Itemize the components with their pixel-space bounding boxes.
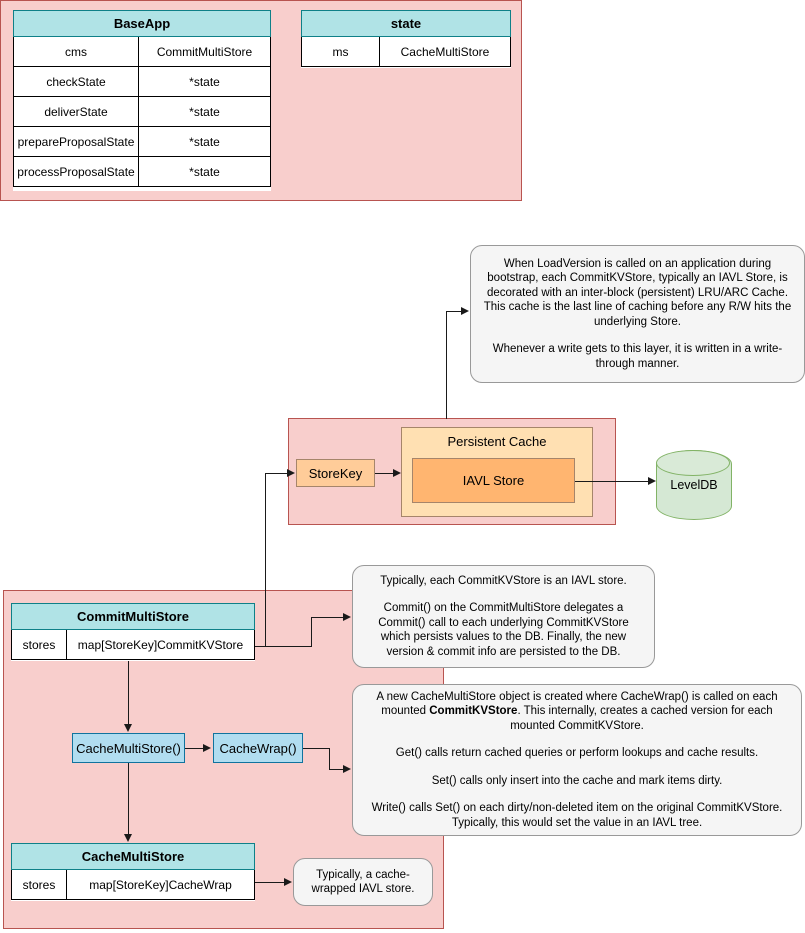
note-paragraph: Get() calls return cached queries or per…: [395, 747, 759, 760]
connector-stores-to-commit-note-vertical: [311, 617, 312, 647]
cachewrap-note: A new CacheMultiStore object is created …: [352, 684, 802, 836]
note-text-bold: CommitKVStore: [429, 705, 518, 718]
connector-iavl-to-leveldb: [575, 481, 649, 482]
table-row: prepareProposalState *state: [13, 127, 271, 157]
note-paragraph: When LoadVersion is called on an applica…: [483, 257, 792, 328]
connector-cachewrap-to-note: [329, 769, 344, 770]
connector-cache-to-note-horizontal: [446, 311, 462, 312]
state-table-title: state: [301, 10, 511, 37]
arrowhead-to-cachewrap-small-note: [284, 877, 292, 886]
note-text-c: . This internally, creates a cached vers…: [510, 705, 773, 732]
connector-cachewrap-right: [303, 748, 330, 749]
connector-cachecall-to-cachewrap: [185, 748, 204, 749]
arrowhead-to-cache-multistore-call: [123, 724, 132, 732]
leveldb-label: LevelDB: [670, 478, 718, 492]
connector-cachestores-to-small-note: [255, 882, 285, 883]
table-row: deliverState *state: [13, 97, 271, 127]
cell-type: *state: [189, 74, 220, 89]
cell-field: stores: [12, 870, 67, 899]
connector-stores-to-storekey: [265, 473, 288, 474]
leveldb-cylinder: LevelDB: [656, 450, 732, 520]
cylinder-top: [656, 450, 730, 476]
state-table: state ms CacheMultiStore: [301, 10, 511, 68]
note-paragraph: Commit() on the CommitMultiStore delegat…: [378, 602, 629, 658]
connector-cache-to-note-vertical: [446, 311, 447, 419]
arrowhead-to-commit-note: [343, 612, 351, 621]
load-version-note: When LoadVersion is called on an applica…: [470, 245, 805, 383]
table-row: checkState *state: [13, 67, 271, 97]
cache-wrap-call-box: CacheWrap(): [213, 733, 303, 763]
cell-type: *state: [189, 164, 220, 179]
commit-multistore-table: CommitMultiStore stores map[StoreKey]Com…: [11, 603, 255, 661]
cell-field: stores: [12, 630, 67, 659]
cell-type: CacheMultiStore: [400, 44, 490, 59]
connector-stores-right: [255, 646, 312, 647]
arrowhead-to-cachewrap-note: [343, 764, 351, 773]
connector-stores-to-commit-note-horizontal: [311, 617, 344, 618]
cell-type: *state: [189, 134, 220, 149]
cachewrap-small-note: Typically, a cache-wrapped IAVL store.: [293, 858, 433, 906]
cell-type: *state: [189, 104, 220, 119]
iavl-store-box: IAVL Store: [412, 458, 575, 503]
table-row: ms CacheMultiStore: [301, 37, 511, 67]
connector-cachecall-to-table: [128, 763, 129, 835]
table-row: stores map[StoreKey]CacheWrap: [11, 870, 255, 900]
cache-multistore-title: CacheMultiStore: [11, 843, 255, 870]
connector-cachewrap-down: [329, 748, 330, 769]
cell-type: map[StoreKey]CommitKVStore: [77, 637, 244, 652]
arrowhead-to-storekey: [287, 468, 295, 477]
cell-field: deliverState: [14, 97, 139, 126]
table-row: processProposalState *state: [13, 157, 271, 187]
note-text-a: A new CacheMultiStore object is created …: [376, 690, 778, 718]
note-paragraph-mixed: A new CacheMultiStore object is created …: [363, 690, 791, 734]
cell-field: prepareProposalState: [14, 127, 139, 156]
commit-note: Typically, each CommitKVStore is an IAVL…: [352, 565, 655, 668]
baseapp-table: BaseApp cms CommitMultiStore checkState …: [13, 10, 271, 191]
cell-type: map[StoreKey]CacheWrap: [89, 877, 232, 892]
arrowhead-to-leveldb: [648, 476, 656, 485]
cell-type: CommitMultiStore: [156, 44, 253, 59]
note-paragraph: Whenever a write gets to this layer, it …: [492, 343, 783, 370]
persistent-cache-title: Persistent Cache: [447, 434, 547, 449]
commit-multistore-title: CommitMultiStore: [11, 603, 255, 630]
table-row: cms CommitMultiStore: [13, 37, 271, 67]
cell-field: processProposalState: [14, 157, 139, 186]
baseapp-table-title: BaseApp: [13, 10, 271, 37]
connector-commit-to-cachecall: [128, 661, 129, 725]
storekey-box: StoreKey: [296, 459, 375, 487]
note-paragraph: Write() calls Set() on each dirty/non-de…: [371, 802, 783, 829]
table-row: stores map[StoreKey]CommitKVStore: [11, 630, 255, 660]
arrowhead-to-cache-wrap-call: [203, 743, 211, 752]
arrowhead-to-persistent-cache: [393, 468, 401, 477]
cell-field: cms: [14, 37, 139, 66]
arrowhead-to-cache-multistore-table: [123, 834, 132, 842]
cache-multistore-call-box: CacheMultiStore(): [72, 733, 185, 763]
cell-field: checkState: [14, 67, 139, 96]
cell-field: ms: [302, 37, 380, 66]
note-paragraph: Typically, each CommitKVStore is an IAVL…: [380, 574, 627, 587]
connector-storekey-to-cache: [375, 473, 394, 474]
connector-stores-up: [265, 473, 266, 647]
note-paragraph: Set() calls only insert into the cache a…: [431, 774, 723, 787]
cache-multistore-table: CacheMultiStore stores map[StoreKey]Cach…: [11, 843, 255, 901]
arrowhead-to-load-version-note: [461, 306, 469, 315]
